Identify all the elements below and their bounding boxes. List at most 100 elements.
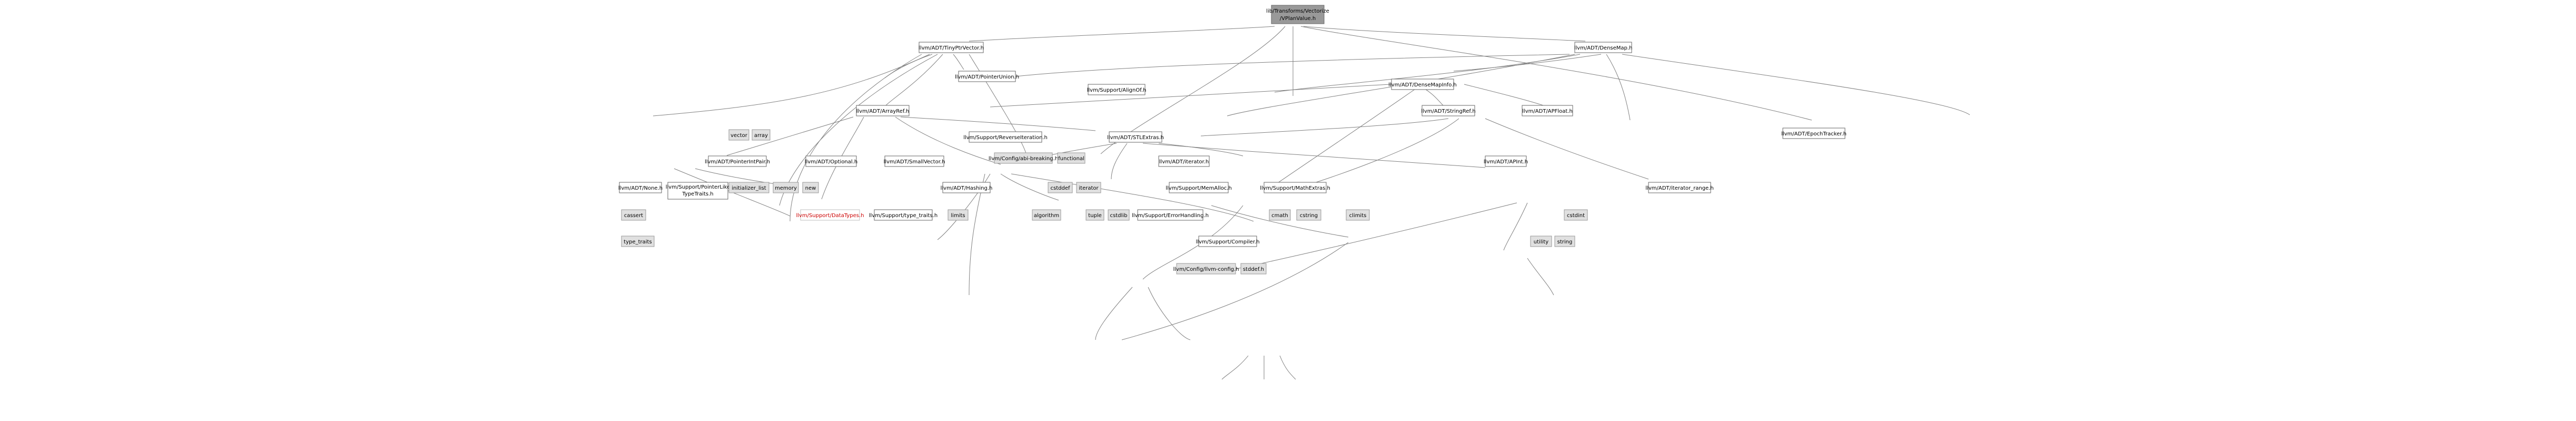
cmath-label: cmath [1271,213,1288,219]
apfloat-label: llvm/ADT/APFloat.h [1522,109,1573,114]
compiler-node[interactable]: llvm/Support/Compiler.h [1196,236,1260,247]
stlextras-label: llvm/ADT/STLExtras.h [1107,135,1164,141]
arrayref-label: llvm/ADT/ArrayRef.h [856,109,910,114]
alignof-node[interactable]: llvm/Support/AlignOf.h [1087,84,1147,95]
iterator-adt-label: llvm/ADT/iterator.h [1159,159,1209,165]
cstring-label: cstring [1300,213,1318,219]
initializer-list-node[interactable]: initializer_list [728,182,769,193]
densemap-label: llvm/ADT/DenseMap.h [1574,45,1633,51]
hashing-node[interactable]: llvm/ADT/Hashing.h [941,182,993,193]
utility-label: utility [1534,239,1549,245]
abi-breaking-node[interactable]: llvm/Config/abi-breaking.h [989,152,1058,164]
iterator-std-label: iterator [1079,185,1099,191]
densemap-node[interactable]: llvm/ADT/DenseMap.h [1574,42,1633,53]
string-node[interactable]: string [1554,236,1575,247]
type-traits-label: type_traits [624,239,652,245]
cstddef-node[interactable]: cstddef [1048,182,1073,193]
mathextras-node[interactable]: llvm/Support/MathExtras.h [1260,182,1330,193]
alignof-label: llvm/Support/AlignOf.h [1087,87,1147,93]
epochtracker-node[interactable]: llvm/ADT/EpochTracker.h [1781,128,1847,139]
dependency-edges [653,26,1970,380]
cstring-node[interactable]: cstring [1296,209,1321,221]
abi-breaking-label: llvm/Config/abi-breaking.h [989,156,1058,162]
stddef-node[interactable]: stddef.h [1240,263,1267,275]
stringref-label: llvm/ADT/StringRef.h [1421,109,1475,114]
climits-node[interactable]: climits [1346,209,1370,221]
stringref-node[interactable]: llvm/ADT/StringRef.h [1421,105,1476,116]
memory-node[interactable]: memory [773,182,799,193]
iterator-std-node[interactable]: iterator [1076,182,1101,193]
new-label: new [805,185,816,191]
llvm-config-node[interactable]: llvm/Config/llvm-config.h [1173,263,1239,275]
apint-node[interactable]: llvm/ADT/APInt.h [1484,155,1528,167]
llvm-config-label: llvm/Config/llvm-config.h [1173,267,1239,272]
vector-node[interactable]: vector [728,129,749,141]
none-label: llvm/ADT/None.h [618,185,663,191]
cstdlib-label: cstdlib [1110,213,1128,219]
pointerintpair-label: llvm/ADT/PointerIntPair.h [705,159,770,165]
type-traits-node[interactable]: type_traits [621,236,655,247]
pointerliketypetraits-label-1: llvm/Support/PointerLike [666,184,731,190]
iterator-range-node[interactable]: llvm/ADT/iterator_range.h [1645,182,1714,193]
errorhandling-node[interactable]: llvm/Support/ErrorHandling.h [1132,209,1209,221]
tuple-label: tuple [1088,213,1102,219]
apint-label: llvm/ADT/APInt.h [1484,159,1528,165]
reverseiteration-label: llvm/Support/ReverseIteration.h [963,135,1048,141]
functional-label: functional [1058,156,1084,162]
root-file-node[interactable]: lib/Transforms/Vectorize /VPlanValue.h [1266,5,1329,24]
cstdlib-node[interactable]: cstdlib [1108,209,1130,221]
initializer-list-label: initializer_list [732,185,766,191]
stddef-label: stddef.h [1243,267,1264,272]
iterator-range-label: llvm/ADT/iterator_range.h [1645,185,1713,191]
algorithm-node[interactable]: algorithm [1032,209,1061,221]
datatypes-node[interactable]: llvm/Support/DataTypes.h [796,209,864,221]
array-label: array [754,133,768,139]
errorhandling-label: llvm/Support/ErrorHandling.h [1132,213,1209,219]
vector-label: vector [731,133,748,139]
cassert-node[interactable]: cassert [621,209,646,221]
iterator-adt-node[interactable]: llvm/ADT/iterator.h [1158,155,1210,167]
array-node[interactable]: array [752,129,771,141]
climits-label: climits [1349,213,1367,219]
new-node[interactable]: new [802,182,819,193]
pointerunion-label: llvm/ADT/PointerUnion.h [955,74,1019,80]
arrayref-node[interactable]: llvm/ADT/ArrayRef.h [856,105,910,116]
smallvector-label: llvm/ADT/SmallVector.h [884,159,945,165]
optional-node[interactable]: llvm/ADT/Optional.h [805,155,857,167]
cstddef-label: cstddef [1051,185,1070,191]
reverseiteration-node[interactable]: llvm/Support/ReverseIteration.h [963,131,1048,143]
smallvector-node[interactable]: llvm/ADT/SmallVector.h [884,155,945,167]
tinyptrvector-node[interactable]: llvm/ADT/TinyPtrVector.h [919,42,984,53]
densemapinfo-label: llvm/ADT/DenseMapInfo.h [1388,82,1457,88]
limits-node[interactable]: limits [948,209,969,221]
memalloc-label: llvm/Support/MemAlloc.h [1166,185,1232,191]
algorithm-label: algorithm [1034,213,1059,219]
functional-node[interactable]: functional [1057,152,1085,164]
mathextras-label: llvm/Support/MathExtras.h [1260,185,1330,191]
none-node[interactable]: llvm/ADT/None.h [618,182,663,193]
pointerliketypetraits-label-2: TypeTraits.h [682,191,713,197]
hashing-label: llvm/ADT/Hashing.h [941,185,993,191]
compiler-label: llvm/Support/Compiler.h [1196,239,1259,245]
memalloc-node[interactable]: llvm/Support/MemAlloc.h [1166,182,1232,193]
epochtracker-label: llvm/ADT/EpochTracker.h [1781,131,1847,137]
support-type-traits-label: llvm/Support/type_traits.h [869,213,937,219]
support-type-traits-node[interactable]: llvm/Support/type_traits.h [869,209,937,221]
pointerintpair-node[interactable]: llvm/ADT/PointerIntPair.h [705,155,770,167]
pointerunion-node[interactable]: llvm/ADT/PointerUnion.h [955,71,1019,82]
stlextras-node[interactable]: llvm/ADT/STLExtras.h [1107,131,1164,143]
densemapinfo-node[interactable]: llvm/ADT/DenseMapInfo.h [1388,79,1457,90]
apfloat-node[interactable]: llvm/ADT/APFloat.h [1522,105,1573,116]
memory-label: memory [775,185,797,191]
pointerliketypetraits-node[interactable]: llvm/Support/PointerLike TypeTraits.h [666,182,731,200]
root-file-label-line1: lib/Transforms/Vectorize [1266,8,1329,14]
utility-node[interactable]: utility [1530,236,1552,247]
cstdint-label: cstdint [1567,213,1585,219]
tuple-node[interactable]: tuple [1085,209,1104,221]
string-label: string [1557,239,1573,245]
cstdint-node[interactable]: cstdint [1564,209,1588,221]
cmath-node[interactable]: cmath [1269,209,1291,221]
tinyptrvector-label: llvm/ADT/TinyPtrVector.h [919,45,984,51]
optional-label: llvm/ADT/Optional.h [805,159,857,165]
